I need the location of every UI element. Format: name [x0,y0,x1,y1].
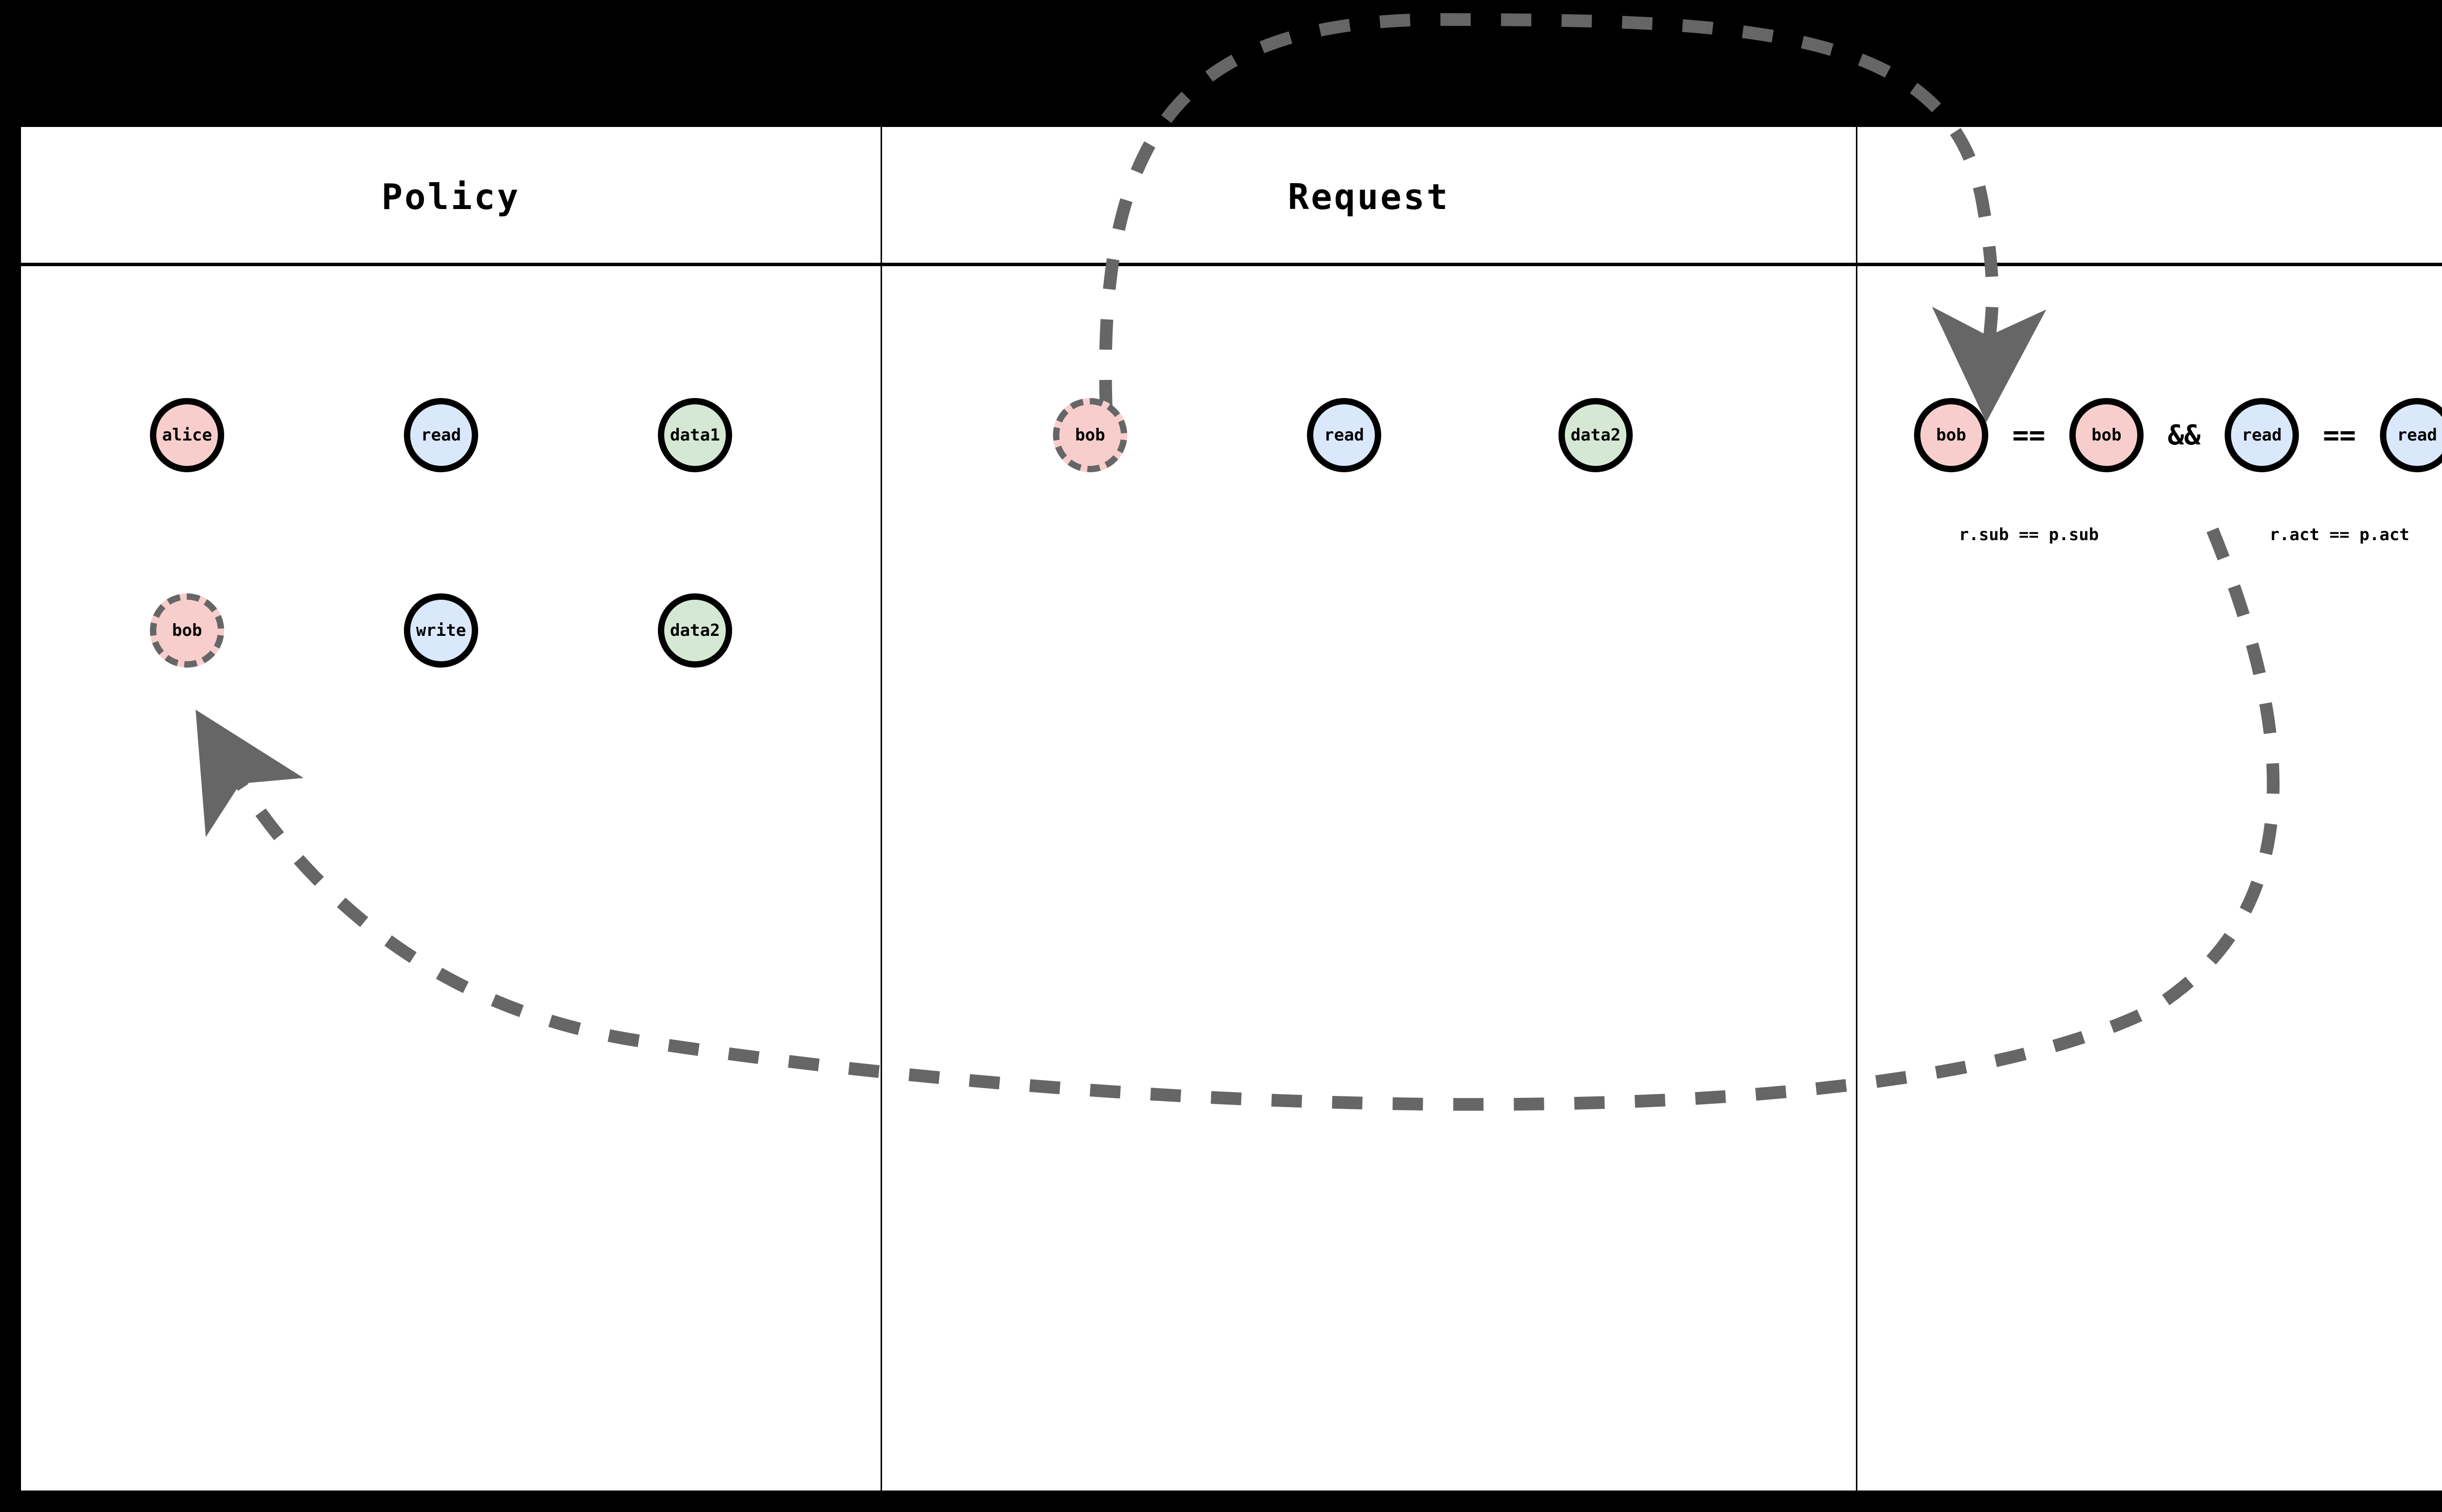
matching-caption-act: r.act == p.act [2225,525,2442,545]
policy-node-data1-label: data1 [670,425,720,445]
policy-node-data2[interactable]: data2 [658,593,732,668]
table-body: alice read data1 bob write data2 bob [21,266,2442,1491]
policy-node-data2-label: data2 [670,621,720,640]
policy-node-write[interactable]: write [404,593,478,668]
policy-node-alice-label: alice [162,425,212,445]
table-header-row: Policy Request Matching [21,127,2442,266]
request-node-read[interactable]: read [1307,398,1381,472]
matching-node-act-left[interactable]: read [2225,398,2299,472]
matching-operator-act-label: == [2323,419,2356,451]
request-node-data2-label: data2 [1570,425,1621,445]
matching-node-act-left-label: read [2242,425,2282,445]
policy-node-alice[interactable]: alice [150,398,224,472]
matching-caption-sub-label: r.sub == p.sub [1958,525,2099,545]
policy-node-bob-label: bob [172,621,202,640]
matching-caption-sub: r.sub == p.sub [1914,525,2144,545]
policy-node-read[interactable]: read [404,398,478,472]
matching-operator-sub: == [1988,419,2069,451]
three-column-table: Policy Request Matching alice read data1 [21,127,2442,1491]
request-node-bob[interactable]: bob [1053,398,1127,472]
request-node-bob-label: bob [1075,425,1105,445]
request-node-data2[interactable]: data2 [1558,398,1633,472]
policy-node-write-label: write [416,621,466,640]
matching-joiner-sub-act: && [2144,419,2225,451]
column-header-policy: Policy [21,127,881,266]
matching-operator-sub-label: == [2012,419,2045,451]
matching-node-sub-right[interactable]: bob [2069,398,2144,472]
column-header-matching: Matching [1857,127,2442,266]
matching-node-act-right-label: read [2397,425,2437,445]
matching-node-sub-right-label: bob [2091,425,2122,445]
policy-node-read-label: read [421,425,461,445]
matching-operator-act: == [2299,419,2380,451]
matching-node-act-right[interactable]: read [2380,398,2442,472]
column-header-request: Request [882,127,1856,266]
matching-node-sub-left[interactable]: bob [1914,398,1988,472]
matching-node-sub-left-label: bob [1936,425,1966,445]
policy-node-data1[interactable]: data1 [658,398,732,472]
matching-caption-act-label: r.act == p.act [2269,525,2410,545]
column-header-policy-label: Policy [381,176,521,217]
request-node-read-label: read [1324,425,1364,445]
policy-node-bob[interactable]: bob [150,593,224,668]
column-header-request-label: Request [1287,176,1450,217]
matching-joiner-sub-act-label: && [2168,419,2201,451]
